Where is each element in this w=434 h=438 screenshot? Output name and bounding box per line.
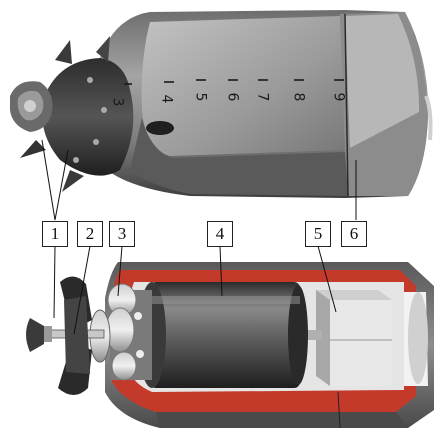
motor (138, 282, 308, 388)
leader-lines-bottom (53, 245, 337, 335)
lower-bevel (130, 118, 348, 196)
callout-5: 5 (305, 221, 331, 247)
nose-cone (42, 58, 134, 176)
callout-3: 3 (109, 221, 135, 247)
cutaway-device (26, 262, 434, 429)
callout-6: 6 (341, 221, 367, 247)
callout-2: 2 (77, 221, 103, 247)
flat-face (141, 16, 345, 156)
gearbox (89, 283, 152, 381)
payload-block (316, 290, 392, 386)
callout-4: 4 (207, 221, 233, 247)
front-cutter (26, 276, 92, 395)
ruler (124, 79, 344, 85)
callout-1: 1 (42, 221, 68, 247)
assembled-device (10, 10, 433, 198)
leader-lines-top (41, 139, 357, 221)
